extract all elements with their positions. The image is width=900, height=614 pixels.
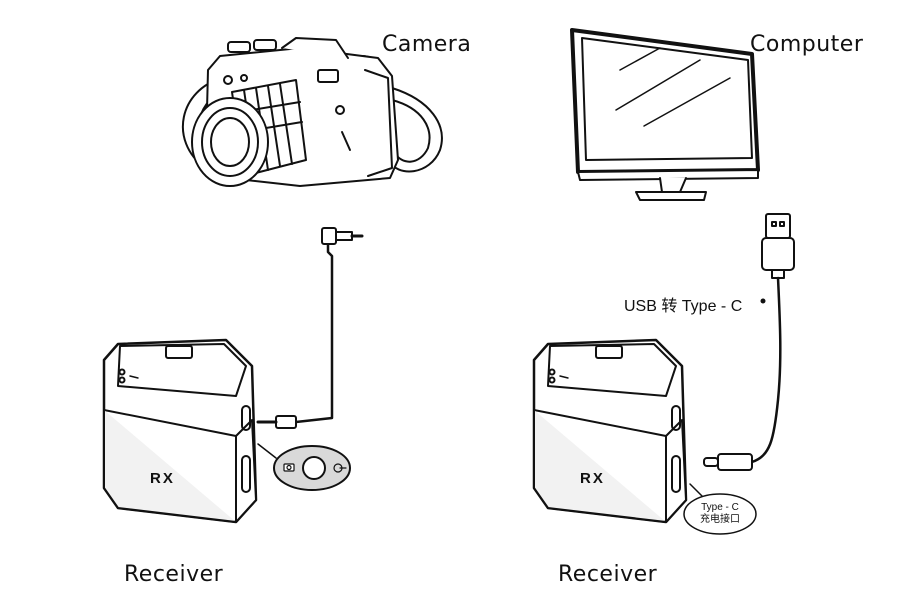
camera-illustration <box>181 37 443 187</box>
type-c-port-label: Type - C 充电接口 <box>690 502 750 526</box>
type-c-port-label-line1: Type - C <box>701 502 739 513</box>
receiver-right <box>532 338 688 524</box>
computer-illustration <box>570 28 760 201</box>
headphone-port-icon <box>333 463 347 473</box>
audio-cable <box>256 227 364 429</box>
rx-logo-right: RX <box>580 470 605 487</box>
type-c-callout-bubble <box>683 483 757 535</box>
camera-port-icon <box>283 463 295 472</box>
computer-label: Computer <box>750 32 864 57</box>
port-callout-bubble <box>257 443 351 491</box>
usb-type-c-cable <box>703 213 795 471</box>
rx-logo-left: RX <box>150 470 175 487</box>
receiver-right-label: Receiver <box>558 562 658 587</box>
type-c-port-label-line2: 充电接口 <box>700 514 740 525</box>
usb-cable-label: USB 转 Type - C <box>624 298 743 315</box>
receiver-left-label: Receiver <box>124 562 224 587</box>
camera-label: Camera <box>382 32 472 57</box>
receiver-left <box>102 338 258 524</box>
